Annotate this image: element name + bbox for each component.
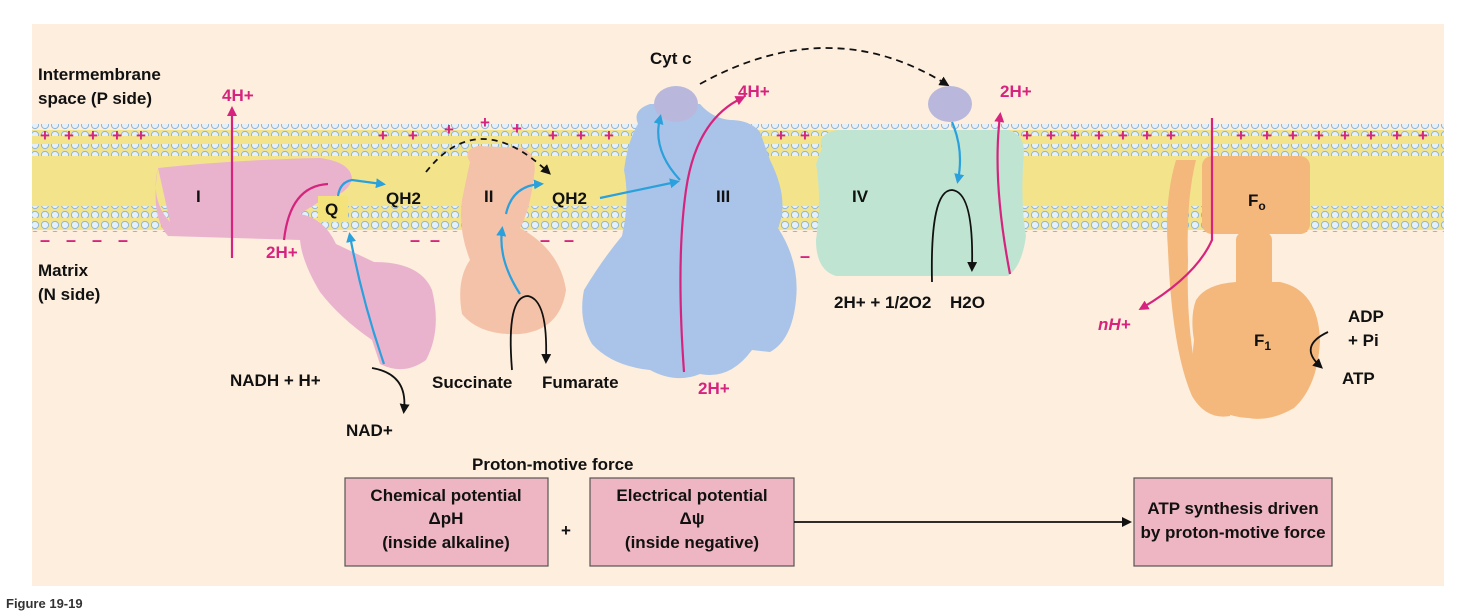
atp-synthesis-box [1133, 477, 1333, 567]
protons-out-complex-i: 4H+ [222, 86, 254, 105]
protons-out-complex-iv: 2H+ [1000, 82, 1032, 101]
svg-text:+: + [1094, 126, 1104, 145]
proton-flow-arrows [227, 96, 1214, 373]
svg-text:+: + [444, 120, 454, 139]
f1-label: F1 [1254, 331, 1271, 353]
water-label: H2O [950, 293, 985, 312]
cyt-c-transfer-arrow [699, 47, 950, 87]
nad-label: NAD+ [346, 421, 393, 440]
svg-text:–: – [430, 230, 440, 250]
svg-text:+: + [1236, 126, 1246, 145]
protons-atp-synthase: nH+ [1098, 315, 1131, 334]
svg-text:–: – [66, 230, 76, 250]
qh2-transfer-arrow [425, 138, 551, 175]
svg-text:–: – [118, 230, 128, 250]
svg-text:–: – [564, 230, 574, 250]
membrane-minus-charges: – – – – – – – – – [40, 230, 810, 266]
svg-text:+: + [378, 126, 388, 145]
figure-caption: Figure 19-19 [6, 596, 83, 611]
svg-text:+: + [1046, 126, 1056, 145]
svg-text:–: – [800, 246, 810, 266]
svg-text:+: + [88, 126, 98, 145]
intermembrane-label-1: Intermembrane [38, 65, 161, 84]
nadh-label: NADH + H+ [230, 371, 321, 390]
complex-i-label: I [196, 187, 201, 206]
svg-text:+: + [512, 119, 522, 138]
svg-text:+: + [1142, 126, 1152, 145]
pmf-title: Proton-motive force [472, 455, 634, 474]
svg-text:–: – [410, 230, 420, 250]
svg-text:+: + [1262, 126, 1272, 145]
adp-label: ADP [1348, 307, 1384, 326]
atp-label: ATP [1342, 369, 1375, 388]
svg-text:+: + [1314, 126, 1324, 145]
complex-iii-label: III [716, 187, 730, 206]
complex-ii-label: II [484, 187, 493, 206]
svg-text:–: – [40, 230, 50, 250]
qh2-label-i: QH2 [386, 189, 421, 208]
svg-text:+: + [1166, 126, 1176, 145]
pmf-plus-sign: + [561, 521, 571, 540]
reaction-arrows [371, 189, 1329, 414]
svg-text:–: – [540, 230, 550, 250]
complex-iv [816, 130, 1026, 276]
svg-text:+: + [776, 126, 786, 145]
electrical-line-1: Electrical potential [616, 486, 767, 505]
result-line-2: by proton-motive force [1140, 523, 1325, 542]
electrical-potential-box [589, 477, 795, 567]
succinate-label: Succinate [432, 373, 512, 392]
cyt-c-at-iv [928, 86, 972, 122]
intermembrane-label-2: space (P side) [38, 89, 152, 108]
q-label: Q [325, 200, 338, 219]
chemical-potential-box [344, 477, 549, 567]
svg-text:–: – [92, 230, 102, 250]
matrix-label-2: (N side) [38, 285, 100, 304]
result-line-1: ATP synthesis driven [1147, 499, 1318, 518]
electrical-line-2: Δψ [679, 509, 704, 528]
svg-text:+: + [1022, 126, 1032, 145]
matrix-label-1: Matrix [38, 261, 89, 280]
svg-text:+: + [480, 113, 490, 132]
atp-synthase [1167, 156, 1320, 419]
cyt-c-at-iii [654, 86, 698, 122]
pi-label: + Pi [1348, 331, 1379, 350]
svg-text:+: + [1340, 126, 1350, 145]
svg-text:+: + [40, 126, 50, 145]
chemical-line-2: ΔpH [429, 509, 464, 528]
svg-text:+: + [112, 126, 122, 145]
svg-text:+: + [548, 126, 558, 145]
fumarate-label: Fumarate [542, 373, 619, 392]
svg-text:+: + [604, 126, 614, 145]
complex-iv-label: IV [852, 187, 869, 206]
svg-text:+: + [800, 126, 810, 145]
chemical-line-1: Chemical potential [370, 486, 521, 505]
complex-i [155, 158, 436, 370]
membrane-plus-charges: + + + + + + + + + + + + + + + + + + + + … [40, 113, 1428, 145]
oxygen-label: 2H+ + 1/2O2 [834, 293, 931, 312]
complex-ii [460, 146, 566, 335]
svg-text:+: + [1392, 126, 1402, 145]
q-box [318, 196, 348, 222]
svg-text:+: + [64, 126, 74, 145]
svg-text:+: + [1070, 126, 1080, 145]
chemical-line-3: (inside alkaline) [382, 533, 510, 552]
protons-out-complex-iii: 4H+ [738, 82, 770, 101]
svg-text:+: + [1118, 126, 1128, 145]
svg-text:+: + [1366, 126, 1376, 145]
electron-flow-arrows [336, 114, 965, 365]
qh2-label-ii: QH2 [552, 189, 587, 208]
cyt-c-label: Cyt c [650, 49, 692, 68]
protons-in-complex-i: 2H+ [266, 243, 298, 262]
svg-text:+: + [136, 126, 146, 145]
complex-iii [582, 104, 797, 379]
svg-text:+: + [1418, 126, 1428, 145]
svg-text:+: + [1288, 126, 1298, 145]
electrical-line-3: (inside negative) [625, 533, 759, 552]
protons-in-complex-iii: 2H+ [698, 379, 730, 398]
svg-text:+: + [576, 126, 586, 145]
fo-label: Fo [1248, 191, 1266, 213]
svg-text:+: + [408, 126, 418, 145]
